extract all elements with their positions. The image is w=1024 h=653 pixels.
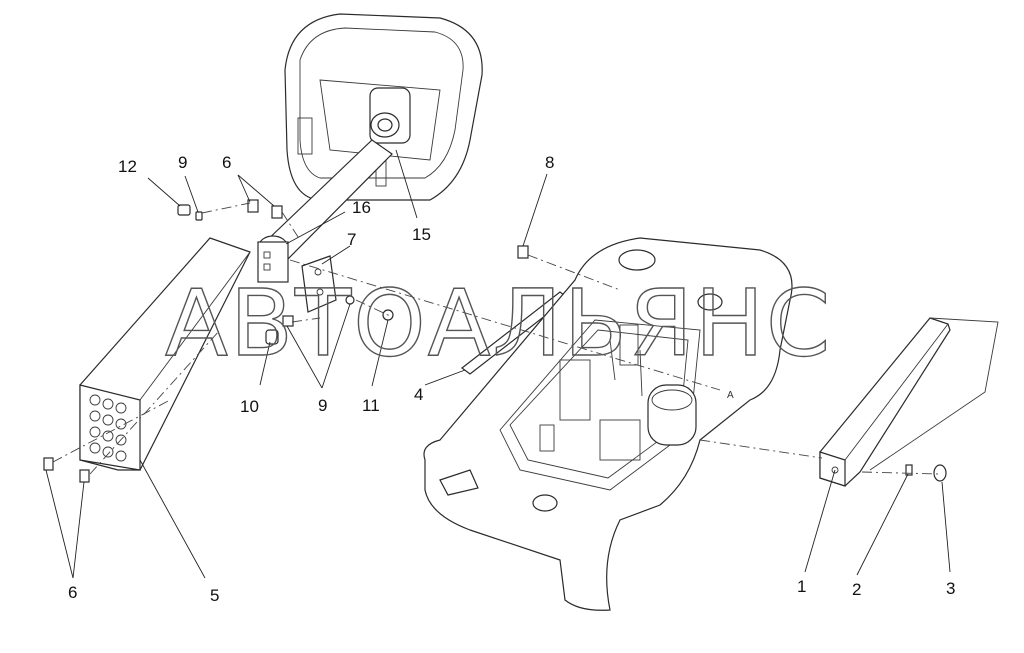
callout-10: 10 xyxy=(240,397,259,416)
callouts: 12 9 6 16 15 8 7 10 9 11 4 5 6 1 2 3 xyxy=(68,153,955,605)
housing-5 xyxy=(79,237,251,471)
housing-grille xyxy=(89,394,127,462)
callout-9-bottom: 9 xyxy=(318,396,327,415)
main-chassis xyxy=(423,237,793,611)
watermark-text: АВТОАЛЬЯНС xyxy=(165,270,832,377)
callout-3: 3 xyxy=(946,579,955,598)
callout-8: 8 xyxy=(545,153,554,172)
callout-1: 1 xyxy=(797,577,806,596)
assembly-lines xyxy=(52,202,941,475)
callout-6-bottom: 6 xyxy=(68,583,77,602)
callout-9-top: 9 xyxy=(178,153,187,172)
callout-11: 11 xyxy=(362,396,380,415)
callout-15: 15 xyxy=(412,225,431,244)
upper-frame-assembly xyxy=(284,13,483,201)
callout-4: 4 xyxy=(414,385,423,404)
callout-16: 16 xyxy=(352,198,371,217)
callout-7: 7 xyxy=(347,230,356,249)
callout-5: 5 xyxy=(210,586,219,605)
bracket-7 xyxy=(301,255,337,313)
leader-lines xyxy=(45,149,951,579)
marker-a: A xyxy=(727,390,734,401)
cover-1 xyxy=(819,317,999,487)
fasteners xyxy=(43,199,947,483)
callout-2: 2 xyxy=(852,580,861,599)
callout-6-top: 6 xyxy=(222,153,231,172)
callout-12: 12 xyxy=(118,157,137,176)
